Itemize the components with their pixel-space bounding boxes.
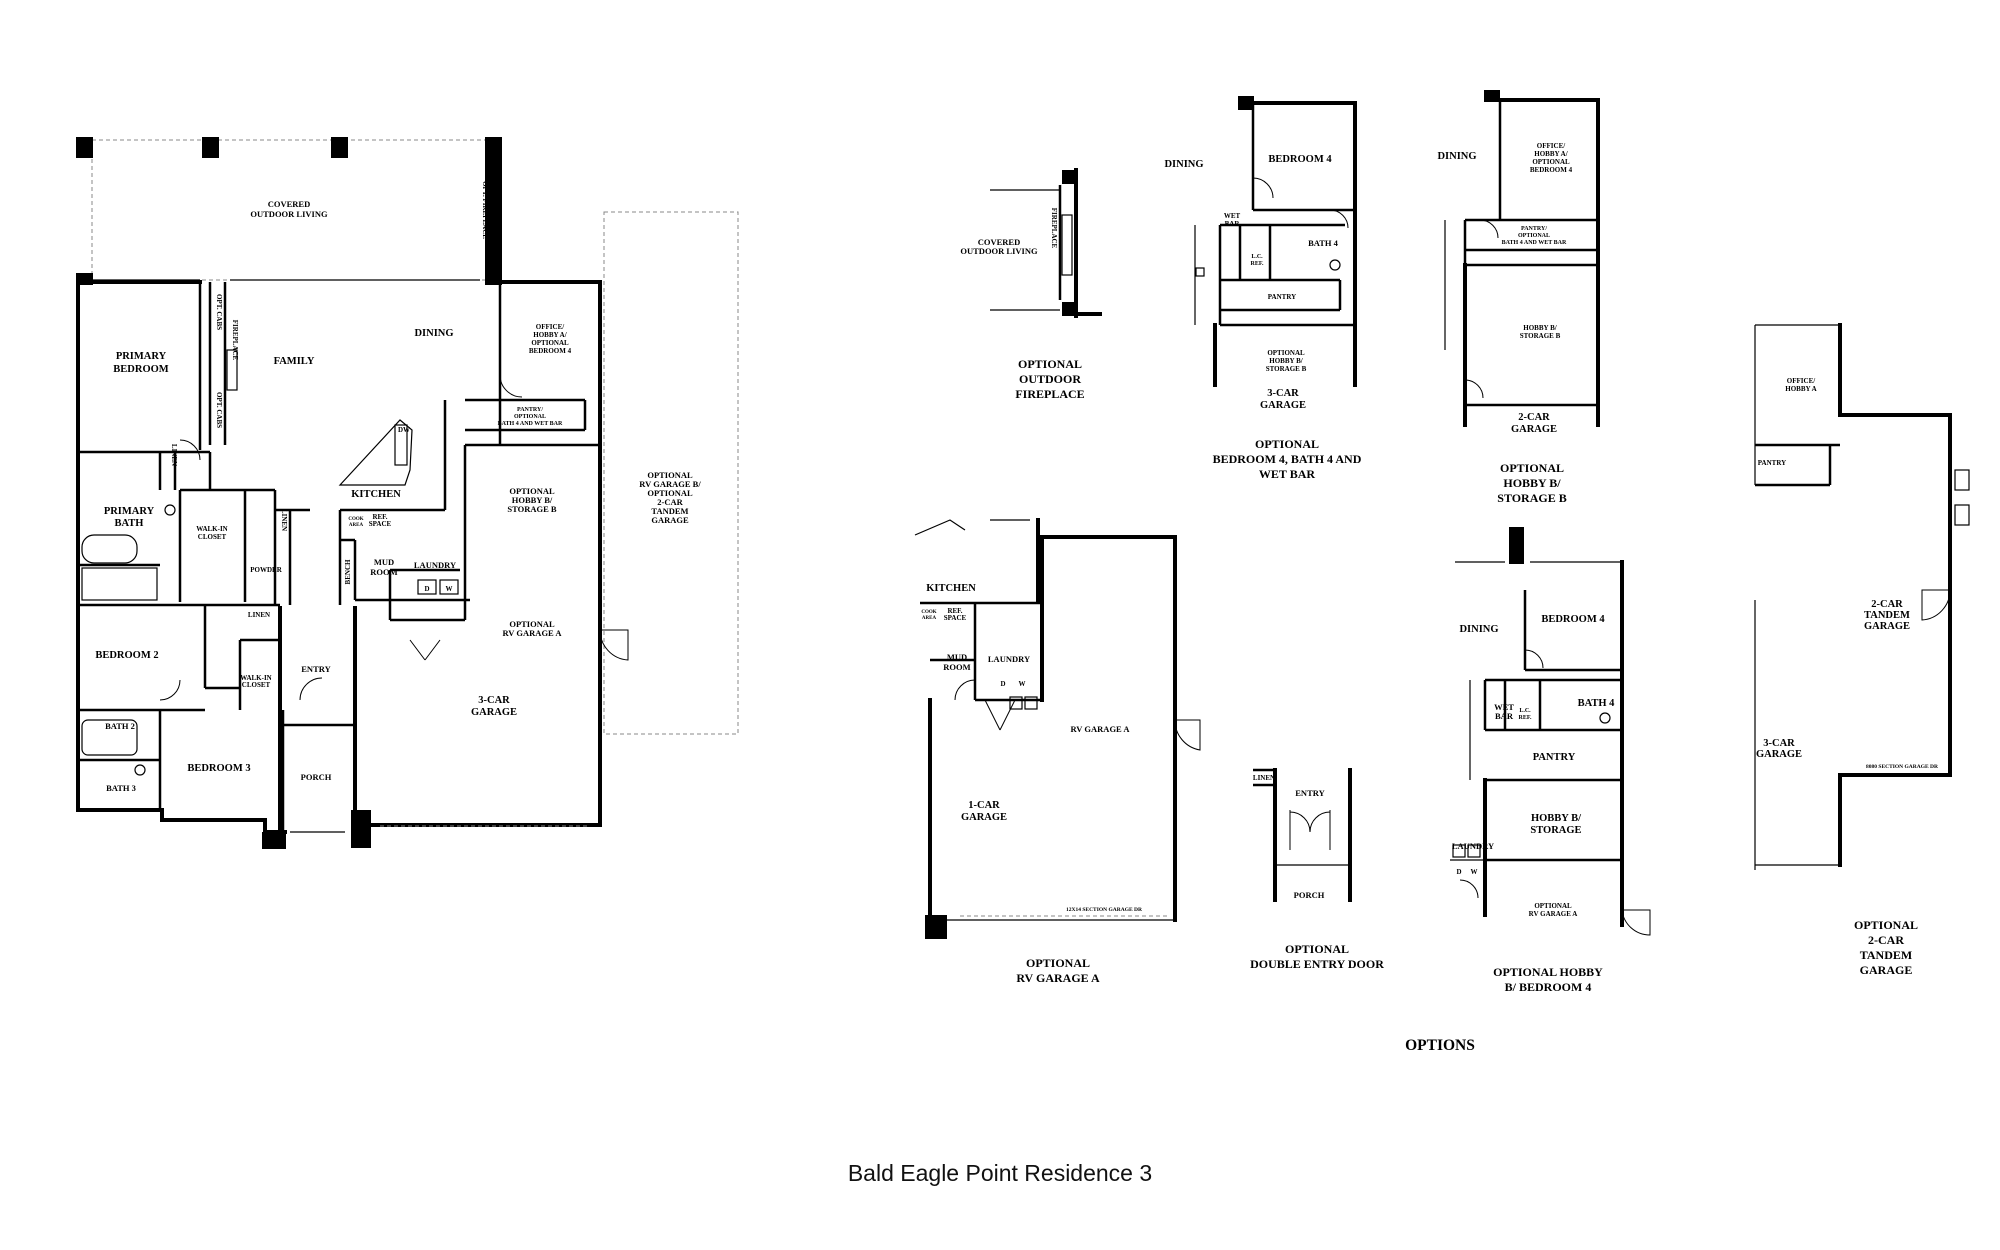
bath-3-label: BATH 3 xyxy=(106,783,136,793)
rv-laundry-label: LAUNDRY xyxy=(988,654,1030,664)
rv-washer-label: W xyxy=(1019,680,1026,688)
hb4-bath4-label: BATH 4 xyxy=(1578,698,1616,709)
opt-fireplace-fireplace-label: FIREPLACE xyxy=(1050,208,1058,249)
washer-label: W xyxy=(446,585,453,593)
fireplace-label: FIREPLACE xyxy=(231,320,239,361)
double-entry-porch-label: PORCH xyxy=(1294,890,1325,900)
hb4-hobby-label: HOBBY B/STORAGE xyxy=(1530,813,1582,836)
linen-label-2: LINEN xyxy=(280,509,288,531)
tandem-dim-label: 8080 SECTION GARAGE DR xyxy=(1866,764,1939,770)
family-label: FAMILY xyxy=(274,356,315,367)
entry-label: ENTRY xyxy=(301,664,330,674)
rv-dim-label: 12X14 SECTION GARAGE DR xyxy=(1066,907,1143,913)
hb4-washer-label: W xyxy=(1471,868,1478,876)
hb4-bedroom-label: BEDROOM 4 xyxy=(1541,614,1605,625)
hb4-dining-label: DINING xyxy=(1459,624,1498,635)
rv-kitchen-label: KITCHEN xyxy=(926,583,976,594)
hobby-storage-label: HOBBY B/STORAGE B xyxy=(1520,324,1561,340)
bedroom-2-label: BEDROOM 2 xyxy=(95,650,158,661)
linen-label-1: LINEN xyxy=(170,444,178,466)
double-entry-linen-label: LINEN xyxy=(1253,774,1275,782)
bed4-lc-label: L.C.REF. xyxy=(1251,254,1264,267)
hb4-dryer-label: D xyxy=(1456,868,1461,876)
ref-space-label: REF.SPACE xyxy=(369,513,392,528)
plan-caption: Bald Eagle Point Residence 3 xyxy=(847,1160,1153,1186)
double-entry-entry-label: ENTRY xyxy=(1295,788,1324,798)
bed4-pantry-label: PANTRY xyxy=(1268,293,1296,301)
powder-label: POWDER xyxy=(250,566,282,574)
hb4-pantry-label: PANTRY xyxy=(1533,752,1576,763)
kitchen-label: KITCHEN xyxy=(351,489,401,500)
options-heading: OPTIONS xyxy=(1405,1037,1475,1054)
rv-dryer-label: D xyxy=(1000,680,1005,688)
opt-cabs-label-2: OPT. CABS xyxy=(215,392,223,428)
linen-label-3: LINEN xyxy=(248,611,270,619)
dining-label: DINING xyxy=(414,328,453,339)
porch-label: PORCH xyxy=(301,772,332,782)
tandem-office-label: OFFICE/HOBBY A xyxy=(1785,377,1816,393)
hb4-laundry-label: LAUNDRY xyxy=(1452,841,1494,851)
bed4-bedroom-label: BEDROOM 4 xyxy=(1268,154,1332,165)
bath-2-label: BATH 2 xyxy=(105,721,135,731)
dryer-label: D xyxy=(424,585,429,593)
dw-label: DW xyxy=(398,426,410,434)
opt-fireplace-vertical-label: OPT. FIREPLACE xyxy=(481,181,489,239)
bedroom-3-label: BEDROOM 3 xyxy=(187,763,250,774)
hb4-lc-label: L.C.REF. xyxy=(1519,708,1532,721)
rv-garage-a-label: RV GARAGE A xyxy=(1070,724,1130,734)
main-floor-plan xyxy=(76,137,739,849)
bench-label: BENCH xyxy=(344,559,352,584)
hobby-dining-label: DINING xyxy=(1437,151,1476,162)
rv-ref-space-label: REF.SPACE xyxy=(944,607,967,622)
tandem-pantry-label: PANTRY xyxy=(1758,459,1786,467)
bed4-dining-label: DINING xyxy=(1164,159,1203,170)
opt-cabs-label-1: OPT. CABS xyxy=(215,294,223,330)
laundry-label: LAUNDRY xyxy=(414,560,456,570)
bed4-bath4-label: BATH 4 xyxy=(1308,238,1339,248)
